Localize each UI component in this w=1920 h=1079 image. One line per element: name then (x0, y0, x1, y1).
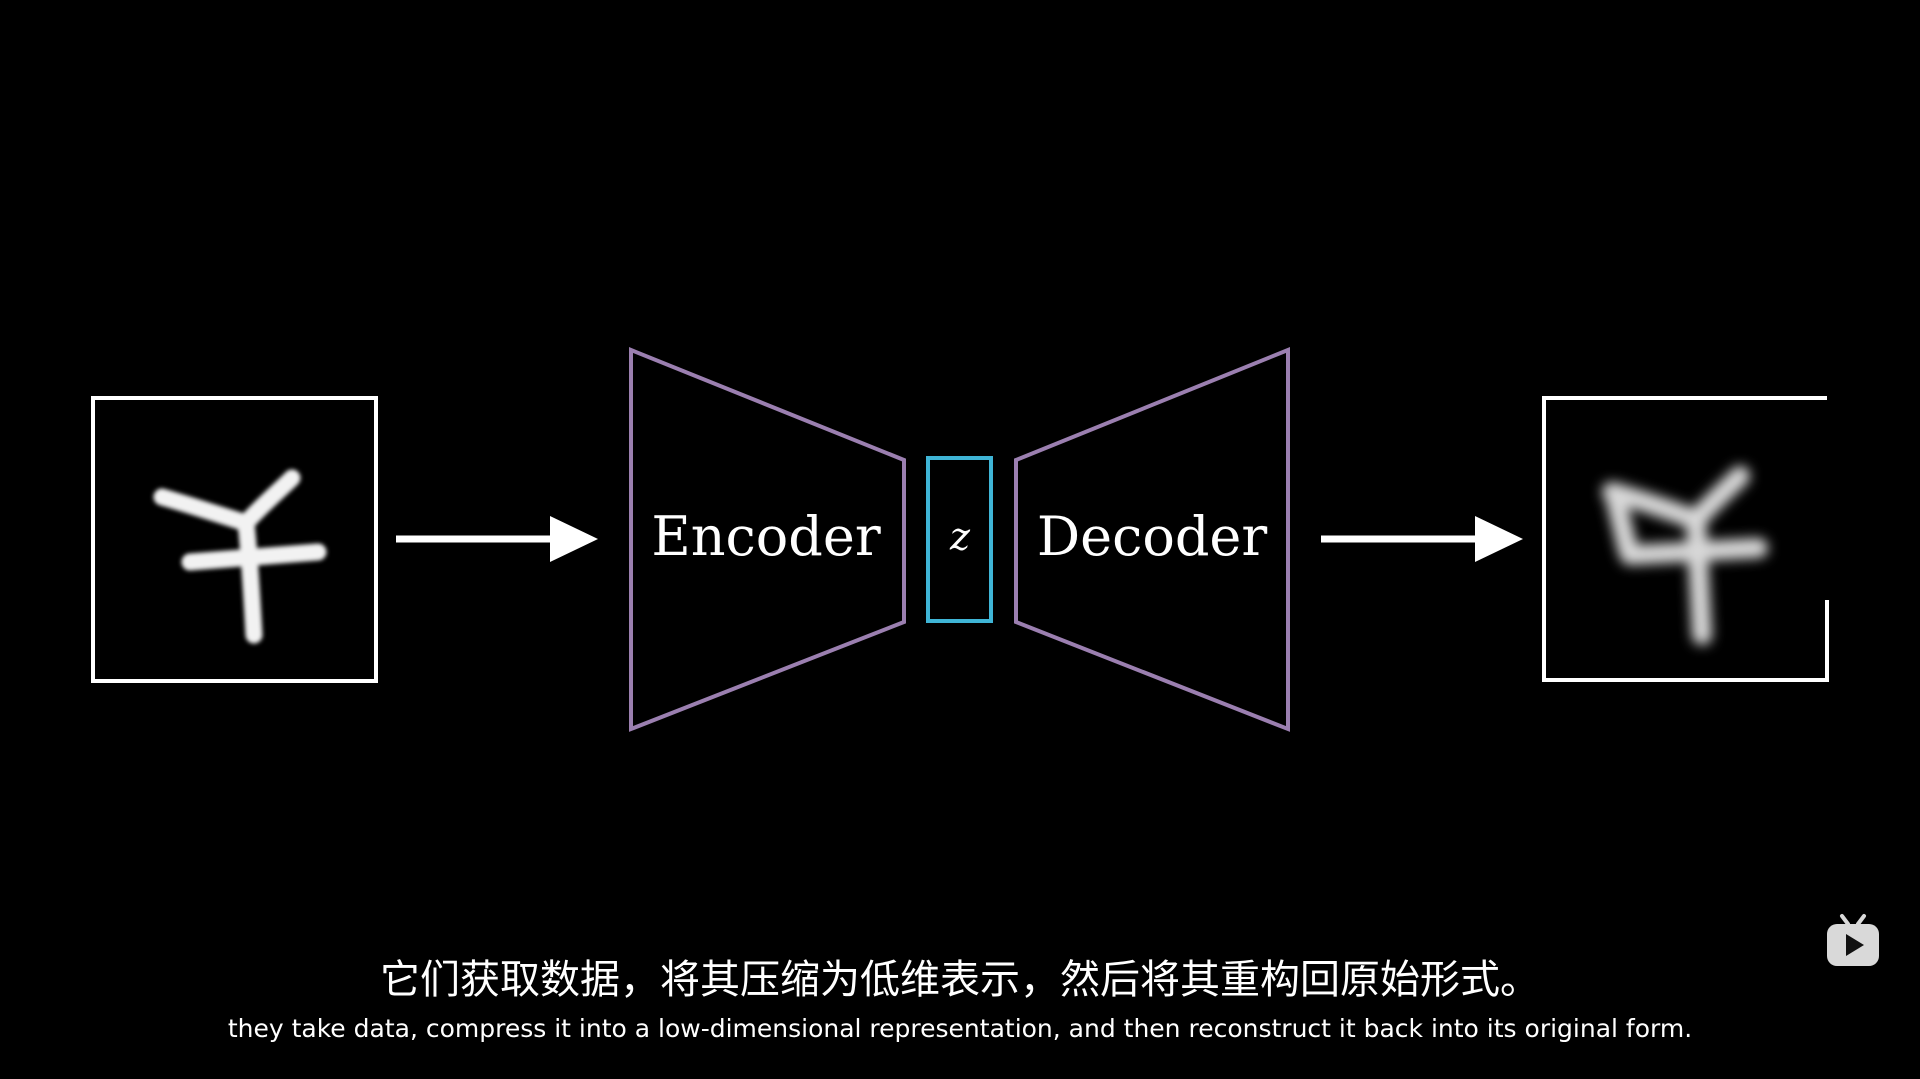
encoder-trapezoid (629, 347, 906, 732)
arrow-decoder-to-output (1321, 516, 1523, 562)
input-image-frame (91, 396, 378, 683)
bilibili-tv-icon (1827, 914, 1879, 966)
input-image (91, 396, 378, 683)
subtitle-english: they take data, compress it into a low-d… (227, 1014, 1693, 1043)
output-digit-glyph (1602, 466, 1768, 645)
output-image (1542, 396, 1829, 682)
latent-label: z (949, 515, 971, 559)
decoder-label: Decoder (1037, 505, 1268, 568)
encoder-block: Encoder (629, 347, 906, 732)
input-digit-glyph (153, 469, 327, 644)
latent-block: z (926, 456, 993, 623)
latent-rect (926, 456, 993, 623)
arrow-input-to-encoder (396, 516, 598, 562)
decoder-trapezoid (1014, 347, 1290, 732)
output-image-frame (1542, 396, 1829, 682)
encoder-label: Encoder (651, 505, 880, 568)
decoder-block: Decoder (1014, 347, 1290, 732)
subtitle-chinese: 它们获取数据，将其压缩为低维表示，然后将其重构回原始形式。 (380, 957, 1540, 1003)
